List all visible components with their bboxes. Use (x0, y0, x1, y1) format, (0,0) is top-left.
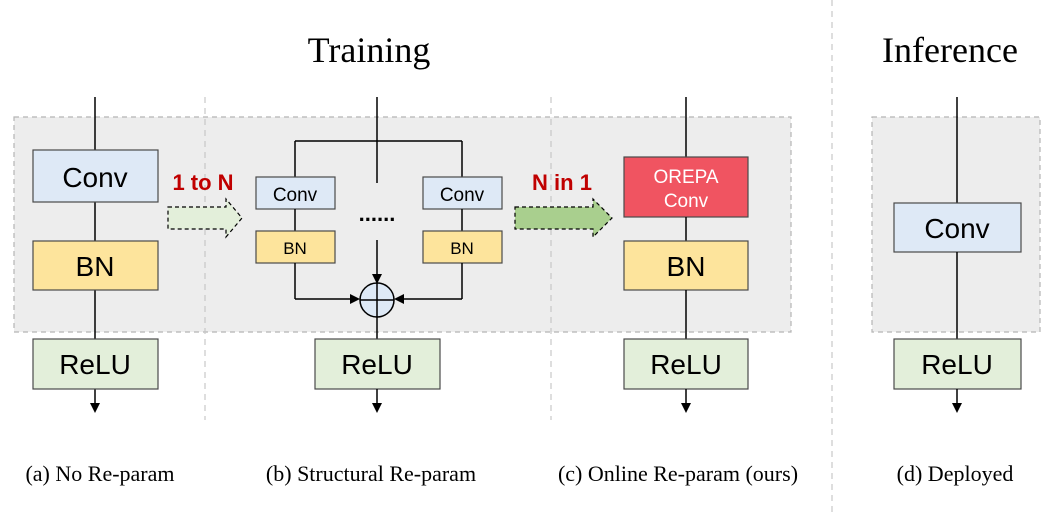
bn-block (623, 240, 749, 291)
relu-block (32, 338, 159, 390)
conv-label: Conv (924, 213, 989, 244)
column-structural-reparam: ...... Conv BN Conv BN ReLU (255, 97, 503, 413)
bn-label: BN (667, 251, 706, 282)
conv-block (32, 149, 159, 203)
orepa-label-line1: OREPA (653, 167, 718, 188)
caption-structural-reparam: (b) Structural Re-param (266, 461, 476, 486)
right-branch-bn-label: BN (450, 239, 474, 258)
right-branch-bn (422, 230, 503, 264)
bn-block (32, 240, 159, 291)
relu-block (893, 338, 1022, 390)
bn-label: BN (76, 251, 115, 282)
one-to-n-label: 1 to N (172, 170, 233, 195)
n-in-one-arrow (514, 197, 613, 239)
relu-block (314, 338, 441, 390)
inference-title: Inference (882, 30, 1018, 70)
relu-label: ReLU (650, 349, 722, 380)
column-online-reparam: OREPA Conv BN ReLU (623, 97, 749, 413)
left-branch-bn-label: BN (283, 239, 307, 258)
conv-block (893, 202, 1022, 253)
orepa-label-line2: Conv (664, 191, 709, 212)
caption-deployed: (d) Deployed (897, 461, 1014, 486)
right-branch-conv-label: Conv (440, 185, 485, 206)
column-no-reparam: Conv BN ReLU (32, 97, 159, 413)
relu-label: ReLU (341, 349, 413, 380)
n-in-one-label: N in 1 (532, 170, 592, 195)
conv-label: Conv (62, 162, 127, 193)
column-deployed: Conv ReLU (893, 97, 1022, 413)
orepa-conv-block (623, 156, 749, 218)
caption-online-reparam: (c) Online Re-param (ours) (558, 461, 798, 486)
left-branch-bn (255, 230, 336, 264)
branch-ellipsis: ...... (359, 201, 396, 226)
relu-label: ReLU (59, 349, 131, 380)
sum-node-icon (359, 282, 395, 318)
left-branch-conv (255, 176, 336, 210)
left-branch-conv-label: Conv (273, 185, 318, 206)
training-title: Training (308, 30, 431, 70)
caption-no-reparam: (a) No Re-param (25, 461, 174, 486)
relu-label: ReLU (921, 349, 993, 380)
one-to-n-arrow (167, 197, 243, 239)
right-branch-conv (422, 176, 503, 210)
